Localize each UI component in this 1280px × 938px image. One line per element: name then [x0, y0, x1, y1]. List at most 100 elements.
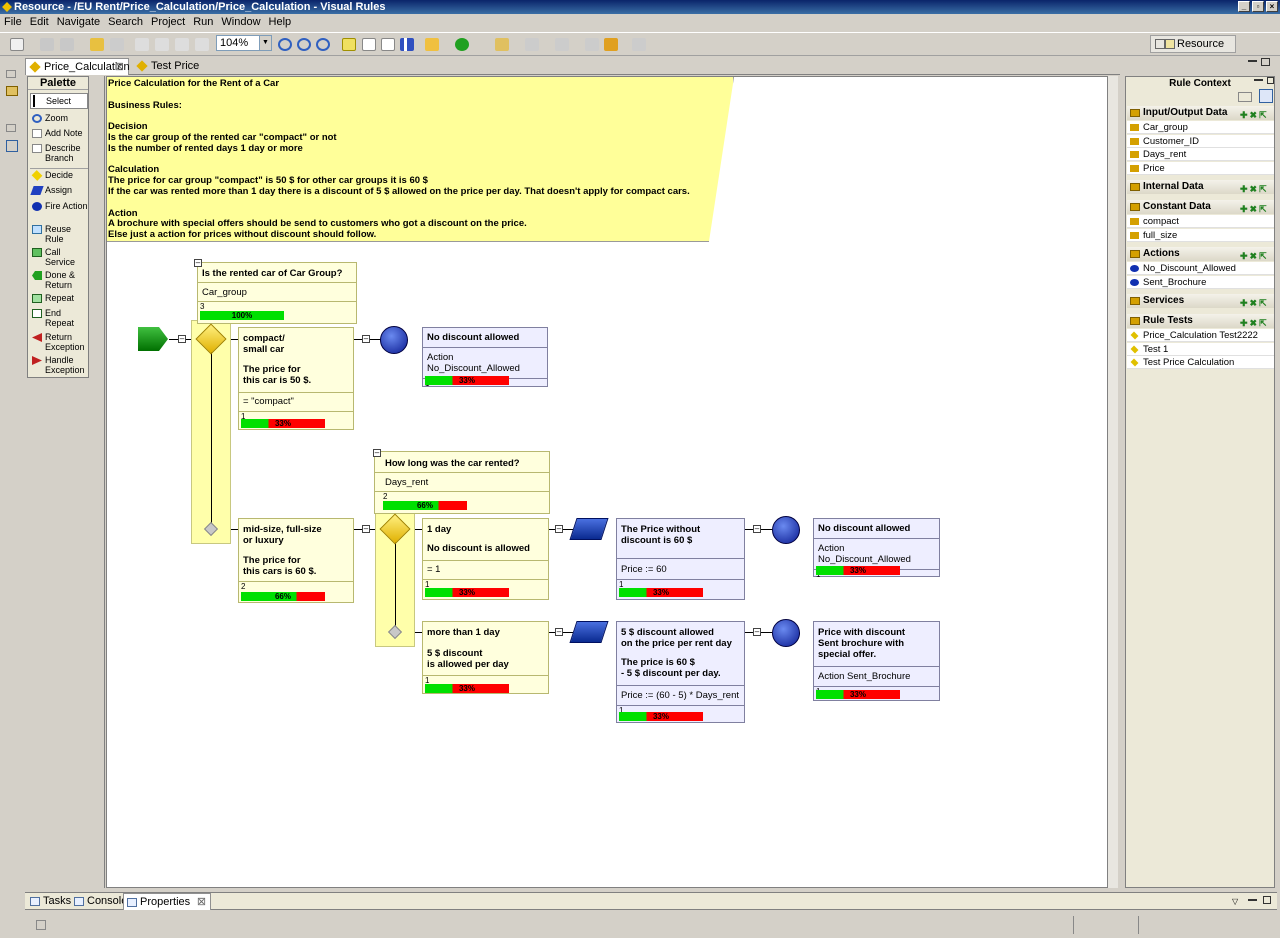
decision-q1[interactable]: – Is the rented car of Car Group? Car_gr…: [194, 258, 357, 324]
branch-more-than-one-day[interactable]: more than 1 day 5 $ discount is allowed …: [422, 621, 549, 694]
nav3-icon[interactable]: [585, 38, 599, 51]
section-actions-icon[interactable]: ✚✖⇱: [1240, 318, 1269, 328]
link-icon[interactable]: [1259, 89, 1273, 103]
assign-node[interactable]: [569, 621, 609, 643]
collapse-marker[interactable]: –: [753, 524, 761, 533]
palette-done-return[interactable]: Done & Return: [30, 270, 88, 290]
restore-icon-2[interactable]: [6, 124, 16, 132]
undo-icon[interactable]: [90, 38, 104, 51]
section-actions-icon[interactable]: ✚✖⇱: [1240, 298, 1269, 308]
view-menu-icon[interactable]: [1238, 92, 1252, 102]
tab-console[interactable]: Console: [71, 893, 127, 910]
minimize-button[interactable]: _: [1238, 1, 1250, 12]
run-icon[interactable]: [455, 38, 469, 51]
fire-action-node[interactable]: [772, 619, 800, 647]
palette-reuse-rule[interactable]: Reuse Rule: [30, 224, 88, 244]
cut-icon[interactable]: [135, 38, 149, 51]
maximize-button[interactable]: ▫: [1252, 1, 1264, 12]
nav2-icon[interactable]: [555, 38, 569, 51]
assign-node[interactable]: [569, 518, 609, 540]
balloon-icon[interactable]: [381, 38, 395, 51]
zoom-fit-icon[interactable]: [316, 38, 330, 51]
zoom-out-icon[interactable]: [297, 38, 311, 51]
tab-tasks[interactable]: Tasks: [27, 893, 71, 910]
context-item[interactable]: Test Price Calculation: [1127, 356, 1274, 369]
start-node[interactable]: [138, 327, 168, 351]
context-item[interactable]: compact: [1127, 215, 1274, 228]
action-no-discount-2[interactable]: No discount allowed Action No_Discount_A…: [813, 518, 940, 579]
zoom-in-icon[interactable]: [278, 38, 292, 51]
section-constant-data[interactable]: Constant Data✚✖⇱: [1127, 200, 1274, 214]
menu-navigate[interactable]: Navigate: [56, 16, 101, 28]
tab-test-price-calculation[interactable]: Test Price Calculation: [133, 58, 253, 88]
back-icon[interactable]: [604, 38, 618, 51]
context-item[interactable]: Customer_ID: [1127, 134, 1274, 148]
paste-icon[interactable]: [175, 38, 189, 51]
forward-icon[interactable]: [632, 38, 646, 51]
new-icon[interactable]: [10, 38, 24, 51]
branch-compact[interactable]: compact/ small car The price for this ca…: [238, 327, 354, 430]
context-item[interactable]: Sent_Brochure: [1127, 275, 1274, 289]
menu-window[interactable]: Window: [221, 16, 261, 28]
context-item[interactable]: Price_Calculation Test2222: [1127, 329, 1274, 342]
redo-icon[interactable]: [110, 38, 124, 51]
collapse-marker[interactable]: –: [178, 334, 186, 343]
collapse-marker[interactable]: –: [555, 627, 563, 636]
zoom-combo[interactable]: 104% ▼: [216, 35, 272, 51]
section-rule-tests[interactable]: Rule Tests✚✖⇱: [1127, 314, 1274, 328]
tool-icon[interactable]: [495, 38, 509, 51]
restore-icon[interactable]: [6, 70, 16, 78]
perspective-switcher[interactable]: Resource: [1150, 35, 1236, 53]
context-item[interactable]: Test 1: [1127, 342, 1274, 356]
minimize-view-icon[interactable]: [1254, 79, 1263, 81]
menu-project[interactable]: Project: [150, 16, 186, 28]
collapse-marker[interactable]: –: [555, 524, 563, 533]
collapse-marker[interactable]: –: [753, 627, 761, 636]
menu-search[interactable]: Search: [108, 16, 143, 28]
palette-repeat[interactable]: Repeat: [30, 293, 88, 303]
minimize-view-icon[interactable]: [1248, 60, 1257, 62]
open-perspective-icon[interactable]: [1155, 39, 1165, 49]
delete-icon[interactable]: [195, 38, 209, 51]
section-actions-icon[interactable]: ✚✖⇱: [1240, 184, 1269, 194]
view-menu-icon[interactable]: ▽: [1232, 897, 1239, 906]
minimize-view-icon[interactable]: [1248, 899, 1257, 901]
comment-icon[interactable]: [362, 38, 376, 51]
outline-icon[interactable]: [6, 140, 18, 152]
note-toolbar-icon[interactable]: [342, 38, 356, 51]
collapse-marker[interactable]: –: [362, 334, 370, 343]
collapse-marker[interactable]: –: [194, 258, 202, 267]
canvas-scrollbar[interactable]: [1108, 76, 1118, 888]
palette-add-note[interactable]: Add Note: [30, 128, 88, 138]
palette-select[interactable]: Select: [30, 93, 88, 109]
menu-edit[interactable]: Edit: [29, 16, 49, 28]
save-icon[interactable]: [40, 38, 54, 51]
action-no-discount[interactable]: No discount allowed Action No_Discount_A…: [422, 327, 548, 388]
collapse-marker[interactable]: –: [373, 448, 381, 457]
decision-q2[interactable]: – How long was the car rented? Days_rent…: [373, 448, 550, 514]
palette-end-repeat[interactable]: End Repeat: [30, 308, 88, 328]
palette-fire-action[interactable]: Fire Action: [30, 201, 88, 221]
section-actions-icon[interactable]: ✚✖⇱: [1240, 251, 1269, 261]
section-services[interactable]: Services✚✖⇱: [1127, 294, 1274, 308]
maximize-view-icon[interactable]: [1267, 77, 1274, 84]
context-item[interactable]: Price: [1127, 161, 1274, 175]
context-item[interactable]: No_Discount_Allowed: [1127, 262, 1274, 275]
branch-midsize[interactable]: mid-size, full-size or luxury The price …: [238, 518, 354, 603]
maximize-view-icon[interactable]: [1263, 896, 1271, 904]
copy-icon[interactable]: [155, 38, 169, 51]
palette-return-exception[interactable]: Return Exception: [30, 332, 88, 352]
collapse-marker[interactable]: –: [362, 524, 370, 533]
close-icon[interactable]: ⊠: [196, 896, 207, 908]
menu-file[interactable]: File: [4, 16, 22, 28]
fast-view-icon[interactable]: [36, 920, 46, 930]
section-actions-icon[interactable]: ✚✖⇱: [1240, 204, 1269, 214]
menu-run[interactable]: Run: [193, 16, 214, 28]
section-internal-data[interactable]: Internal Data✚✖⇱: [1127, 180, 1274, 194]
assign-no-discount[interactable]: The Price without discount is 60 $ Price…: [616, 518, 745, 600]
palette-zoom[interactable]: Zoom: [30, 113, 88, 123]
branch-one-day[interactable]: 1 day No discount is allowed = 1 1 33%: [422, 518, 549, 600]
context-item[interactable]: Car_group: [1127, 121, 1274, 134]
